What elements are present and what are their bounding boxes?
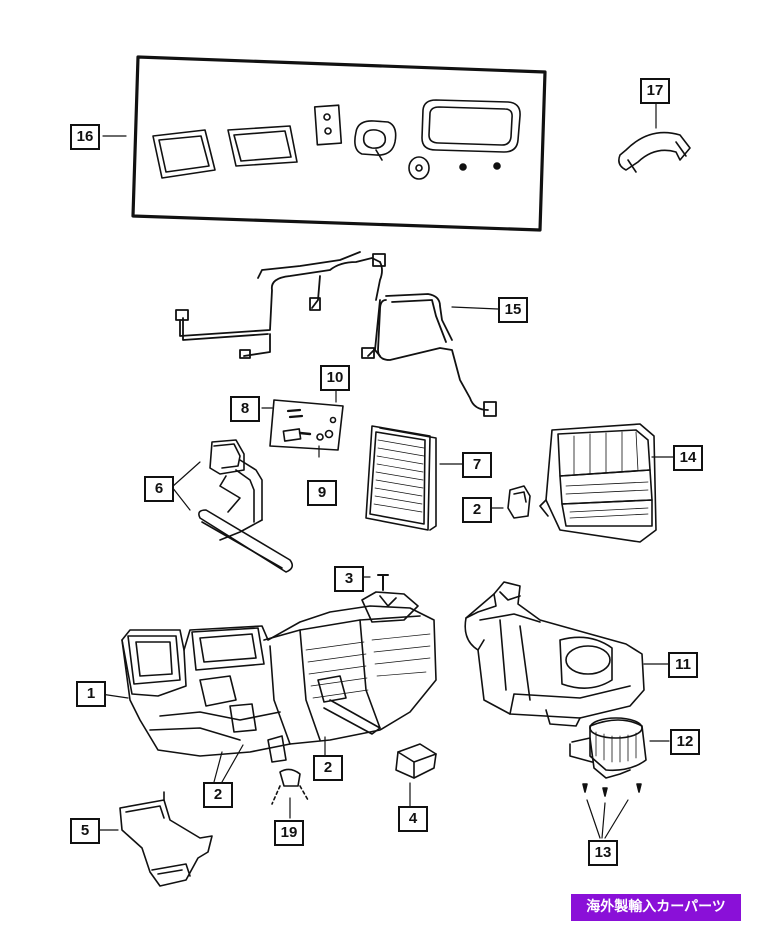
callout-8: 8 (230, 396, 260, 422)
callout-14: 14 (673, 445, 703, 471)
fastener-kit (269, 399, 344, 451)
callout-2-actuator: 2 (462, 497, 492, 523)
callout-10: 10 (320, 365, 350, 391)
callout-2-left: 2 (203, 782, 233, 808)
callout-9: 9 (307, 480, 337, 506)
blower-motor (569, 717, 647, 779)
callout-1: 1 (76, 681, 106, 707)
blower-housing (464, 581, 645, 727)
hvac-main-housing (121, 591, 437, 763)
mode-door-actuator-small (507, 485, 531, 519)
callout-17: 17 (640, 78, 670, 104)
heater-core-tubes (198, 439, 294, 573)
floor-duct (119, 791, 213, 887)
duct-clip (618, 131, 691, 173)
gasket-kit-panel (131, 55, 547, 232)
watermark-banner: 海外製輸入カーパーツ (571, 894, 741, 921)
callout-7: 7 (462, 452, 492, 478)
callout-13: 13 (588, 840, 618, 866)
callout-12: 12 (670, 729, 700, 755)
callout-4: 4 (398, 806, 428, 832)
upper-housing (539, 423, 657, 543)
callout-6: 6 (144, 476, 174, 502)
callout-15: 15 (498, 297, 528, 323)
drain-fitting (271, 768, 309, 805)
wire-harness (175, 251, 497, 417)
callout-2-center: 2 (313, 755, 343, 781)
evaporator-core (365, 425, 437, 531)
screw (377, 574, 389, 591)
callout-19: 19 (274, 820, 304, 846)
callout-5: 5 (70, 818, 100, 844)
blower-resistor (395, 743, 437, 779)
callout-16: 16 (70, 124, 100, 150)
blower-screws (582, 783, 642, 797)
callout-3: 3 (334, 566, 364, 592)
callout-11: 11 (668, 652, 698, 678)
